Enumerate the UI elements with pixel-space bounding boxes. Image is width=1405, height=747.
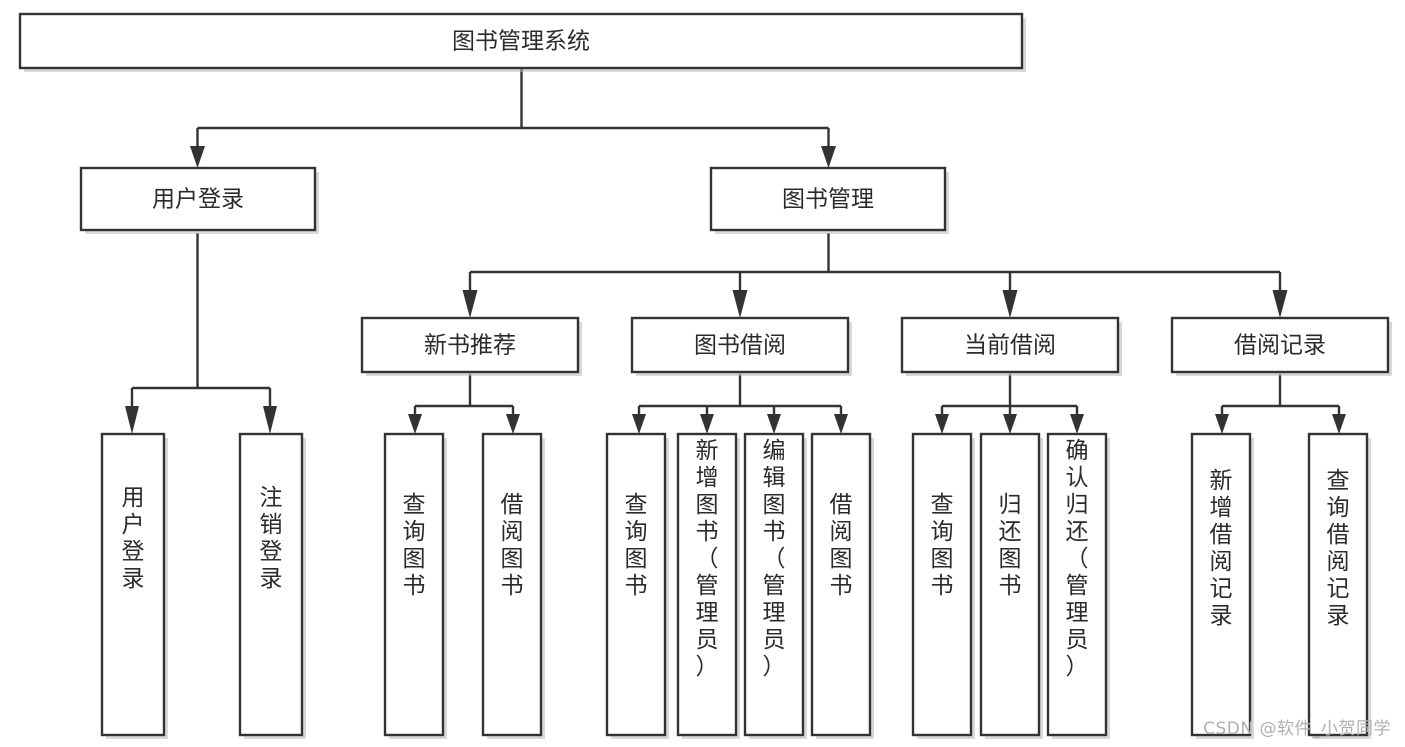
leaf-query-book-2-box[interactable] <box>605 432 667 737</box>
arrowhead-user-login <box>190 146 205 168</box>
leaf-query-book-3[interactable]: 查询图书 <box>911 432 975 739</box>
leaf-query-book-2-label: 查询图书 <box>625 492 648 599</box>
leaf-add-record[interactable]: 新增借阅记录 <box>1190 432 1254 739</box>
leaf-borrow-book-2-label: 借阅图书 <box>830 492 853 599</box>
leaf-borrow-book-2-box[interactable] <box>810 432 872 737</box>
leaf-confirm-return-box[interactable] <box>1046 432 1108 737</box>
leaf-borrow-book-2[interactable]: 借阅图书 <box>810 432 874 739</box>
leaf-edit-book-box[interactable] <box>743 432 805 737</box>
arrowhead-current-borrow <box>1002 290 1018 318</box>
leaf-add-book-box[interactable] <box>676 432 738 737</box>
leaf-user-login-label: 用户登录 <box>122 485 145 592</box>
leaf-query-book-1-box[interactable] <box>383 432 445 737</box>
arrowhead-leaf-query-book-3 <box>935 414 949 434</box>
node-book-borrow-label: 图书借阅 <box>694 333 786 359</box>
leaf-return-book-box[interactable] <box>979 432 1041 737</box>
node-current-borrow-label: 当前借阅 <box>964 333 1056 359</box>
leaf-confirm-return[interactable]: 确认归还（管理员） <box>1046 432 1110 739</box>
leaf-add-book-label: 新增图书（管理员） <box>696 438 719 680</box>
arrowhead-leaf-borrow-book-2 <box>834 414 848 434</box>
node-book-management-box[interactable] <box>709 166 947 232</box>
leaf-query-record-label: 查询借阅记录 <box>1327 468 1350 629</box>
arrowhead-leaf-user-login <box>125 406 139 434</box>
leaf-query-record-box[interactable] <box>1307 432 1369 737</box>
arrowhead-leaf-query-record <box>1332 414 1346 434</box>
node-current-borrow[interactable]: 当前借阅 <box>900 316 1122 376</box>
leaf-return-book[interactable]: 归还图书 <box>979 432 1043 739</box>
leaf-logout-login-label: 注销登录 <box>260 485 283 592</box>
leaf-query-book-1-label: 查询图书 <box>403 492 426 599</box>
node-new-book-recommend-box[interactable] <box>360 316 580 374</box>
leaf-user-login-box[interactable] <box>100 432 166 737</box>
leaf-user-login[interactable]: 用户登录 <box>100 432 168 739</box>
leaf-edit-book-label: 编辑图书（管理员） <box>763 438 786 680</box>
leaf-query-book-3-box[interactable] <box>911 432 973 737</box>
node-book-borrow[interactable]: 图书借阅 <box>630 316 852 376</box>
node-book-borrow-box[interactable] <box>630 316 850 374</box>
node-root-box[interactable] <box>18 12 1024 70</box>
arrowhead-leaf-add-record <box>1215 414 1229 434</box>
csdn-watermark: CSDN @软件_小贺同学 <box>1203 719 1391 739</box>
arrowhead-new-book-recommend <box>462 290 478 318</box>
node-new-book-recommend[interactable]: 新书推荐 <box>360 316 582 376</box>
arrowhead-leaf-query-book-2 <box>632 414 646 434</box>
leaf-query-book-3-label: 查询图书 <box>931 492 954 599</box>
node-current-borrow-box[interactable] <box>900 316 1120 374</box>
leaf-add-record-label: 新增借阅记录 <box>1210 468 1233 629</box>
leaf-query-book-2[interactable]: 查询图书 <box>605 432 669 739</box>
leaf-logout-login-box[interactable] <box>238 432 304 737</box>
arrowhead-leaf-borrow-book-1 <box>506 414 520 434</box>
node-new-book-recommend-label: 新书推荐 <box>424 333 516 359</box>
node-borrow-record-box[interactable] <box>1170 316 1390 374</box>
arrowhead-book-borrow <box>732 290 748 318</box>
leaf-add-record-box[interactable] <box>1190 432 1252 737</box>
node-user-login[interactable]: 用户登录 <box>79 166 319 234</box>
node-user-login-label: 用户登录 <box>152 187 244 213</box>
arrowhead-book-management <box>821 146 836 168</box>
connectors-layer <box>125 68 1346 434</box>
leaf-borrow-book-1-label: 借阅图书 <box>501 492 524 599</box>
node-user-login-box[interactable] <box>79 166 317 232</box>
leaf-logout-login[interactable]: 注销登录 <box>238 432 306 739</box>
arrowhead-leaf-query-book-1 <box>408 414 422 434</box>
leaf-borrow-book-1[interactable]: 借阅图书 <box>481 432 545 739</box>
node-borrow-record-label: 借阅记录 <box>1234 333 1326 359</box>
leaf-confirm-return-label: 确认归还（管理员） <box>1066 438 1089 680</box>
arrowhead-leaf-confirm-return <box>1070 414 1084 434</box>
node-borrow-record[interactable]: 借阅记录 <box>1170 316 1392 376</box>
leaf-return-book-label: 归还图书 <box>999 492 1022 599</box>
leaf-add-book[interactable]: 新增图书（管理员） <box>676 432 740 739</box>
leaf-query-record[interactable]: 查询借阅记录 <box>1307 432 1371 739</box>
arrowhead-leaf-edit-book <box>767 414 781 434</box>
node-book-management[interactable]: 图书管理 <box>709 166 949 234</box>
arrowhead-leaf-add-book <box>700 414 714 434</box>
arrowhead-leaf-return-book <box>1003 414 1017 434</box>
leaf-query-book-1[interactable]: 查询图书 <box>383 432 447 739</box>
leaf-borrow-book-1-box[interactable] <box>481 432 543 737</box>
node-book-management-label: 图书管理 <box>782 187 874 213</box>
arrowhead-leaf-logout-login <box>263 406 277 434</box>
node-root-label: 图书管理系统 <box>452 29 590 55</box>
arrowhead-borrow-record <box>1272 290 1288 318</box>
node-root[interactable]: 图书管理系统 <box>18 12 1026 72</box>
leaf-edit-book[interactable]: 编辑图书（管理员） <box>743 432 807 739</box>
